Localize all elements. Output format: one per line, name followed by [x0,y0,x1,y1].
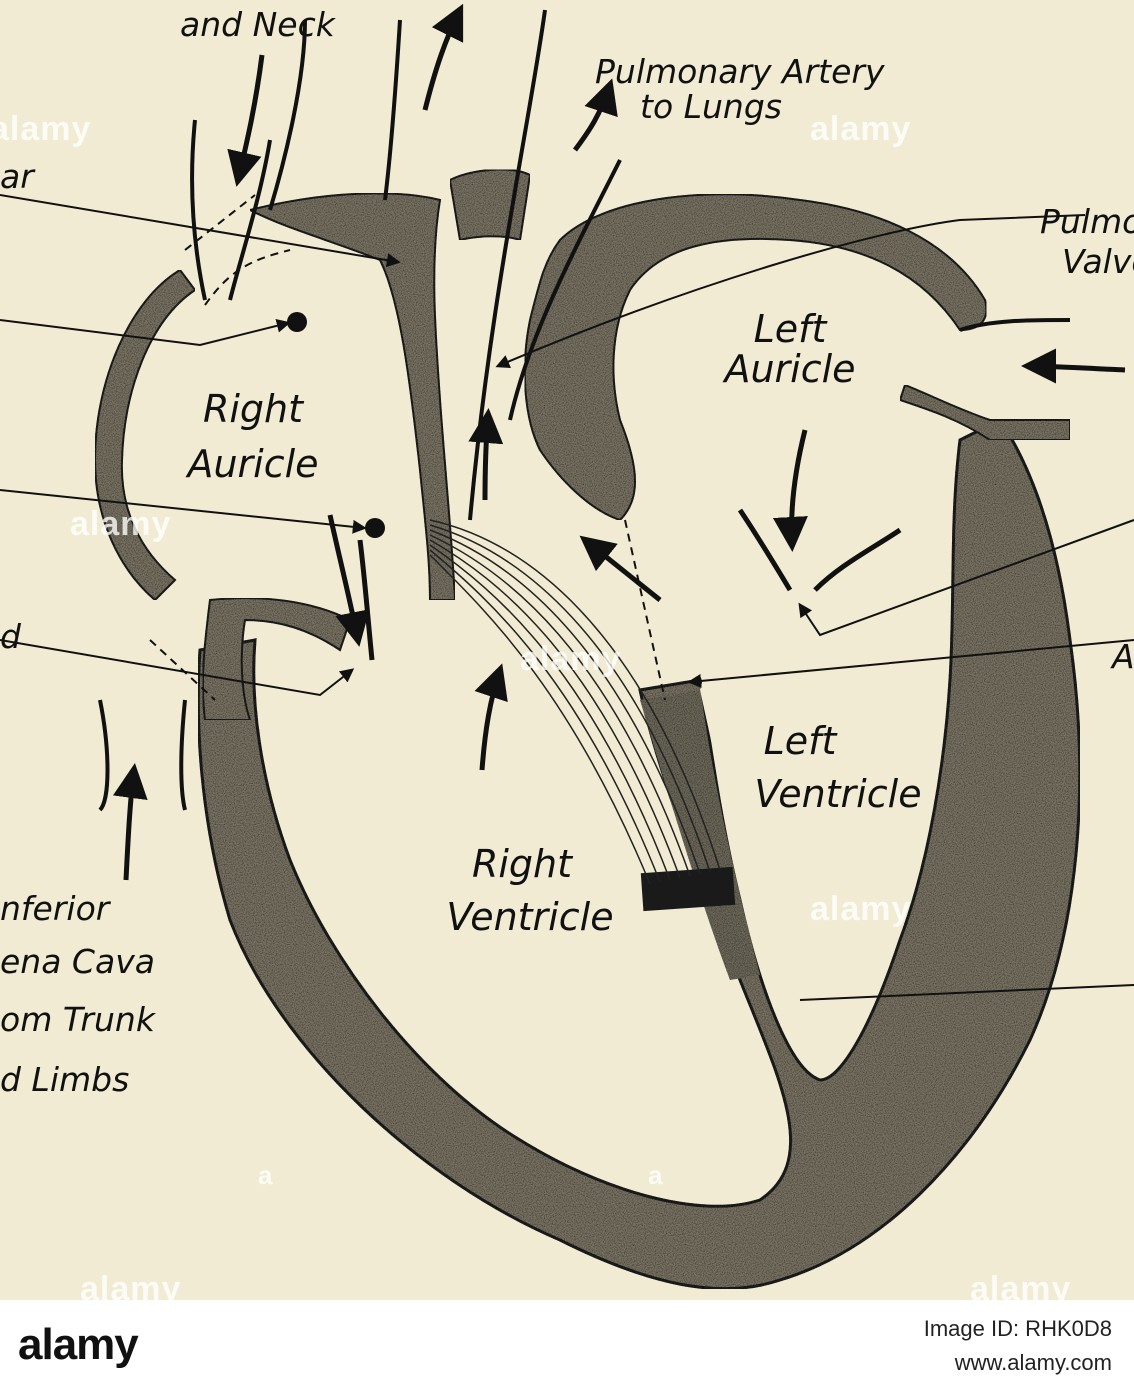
leader-lines [0,194,1134,1001]
watermark: alamy [0,110,92,148]
label-left-auricle-line2: Auricle [724,347,856,391]
label-inferior-line2: ena Cava [0,942,155,981]
label-inferior-line3: om Trunk [0,1000,155,1039]
label-head-neck: and Neck [180,5,335,44]
label-left-ventricle-line1: Left [763,719,837,763]
image-id: Image ID: RHK0D8 [923,1316,1112,1341]
label-left-ventricle-line2: Ventricle [754,772,922,816]
interatrial-wall [247,192,457,601]
label-pulmonary-artery-line1: Pulmonary Artery [595,52,885,91]
watermark: alamy [520,640,622,678]
footer-logo: alamy [18,1320,139,1369]
watermark: alamy [970,1270,1072,1300]
mitral-leaflet-right [813,527,902,592]
tricuspid-leaflet [357,539,375,661]
footer-bar: alamy Image ID: RHK0D8 www.alamy.com [0,1300,1134,1390]
ventricle-wall [196,418,1082,1291]
label-pulmonary-valve-line1: Pulmona [1040,202,1134,241]
watermark-small: a [258,1160,274,1190]
label-right-ventricle-line1: Right [471,842,573,886]
mitral-leaflet-left [737,508,793,592]
label-pulmonary-artery-line2: to Lungs [640,87,782,126]
septum [640,690,760,980]
label-left-auricle-line1: Left [753,307,827,351]
watermark: alamy [810,890,912,928]
chordae-tendineae [429,519,721,885]
right-auricle-wall [93,268,197,602]
right-auricle-lower-wall [201,597,352,721]
dashed-lines [149,194,666,701]
sa-node [287,312,307,332]
septum-dark-band [640,866,736,912]
label-right-auricle-line1: Right [202,387,304,431]
label-pulmonary-valve-line2: Valve [1062,242,1134,281]
label-inferior-line1: nferior [0,889,110,928]
label-right-auricle-line2: Auricle [187,442,319,486]
watermark: alamy [70,505,172,543]
av-node [365,518,385,538]
label-d-fragment: d [0,617,21,656]
watermark: alamy [80,1270,182,1300]
right-ventricle-cavity [261,616,780,1199]
diagram-canvas: and Neck ar Pulmonary Artery to Lungs Pu… [0,0,1134,1300]
watermark: alamy [810,110,912,148]
pulmonary-vein-stub [898,383,1071,441]
watermark-small: a [648,1160,664,1190]
heart-diagram [0,3,1134,1291]
label-right-ventricle-line2: Ventricle [446,895,614,939]
footer-url: www.alamy.com [954,1350,1112,1375]
label-a-fragment: A [1112,637,1134,676]
label-inferior-line4: d Limbs [0,1060,130,1099]
label-ar-fragment: ar [0,157,34,196]
flow-arrows [112,3,1126,881]
left-ventricle-cavity [700,520,948,1075]
left-auricle-wall [523,193,988,522]
